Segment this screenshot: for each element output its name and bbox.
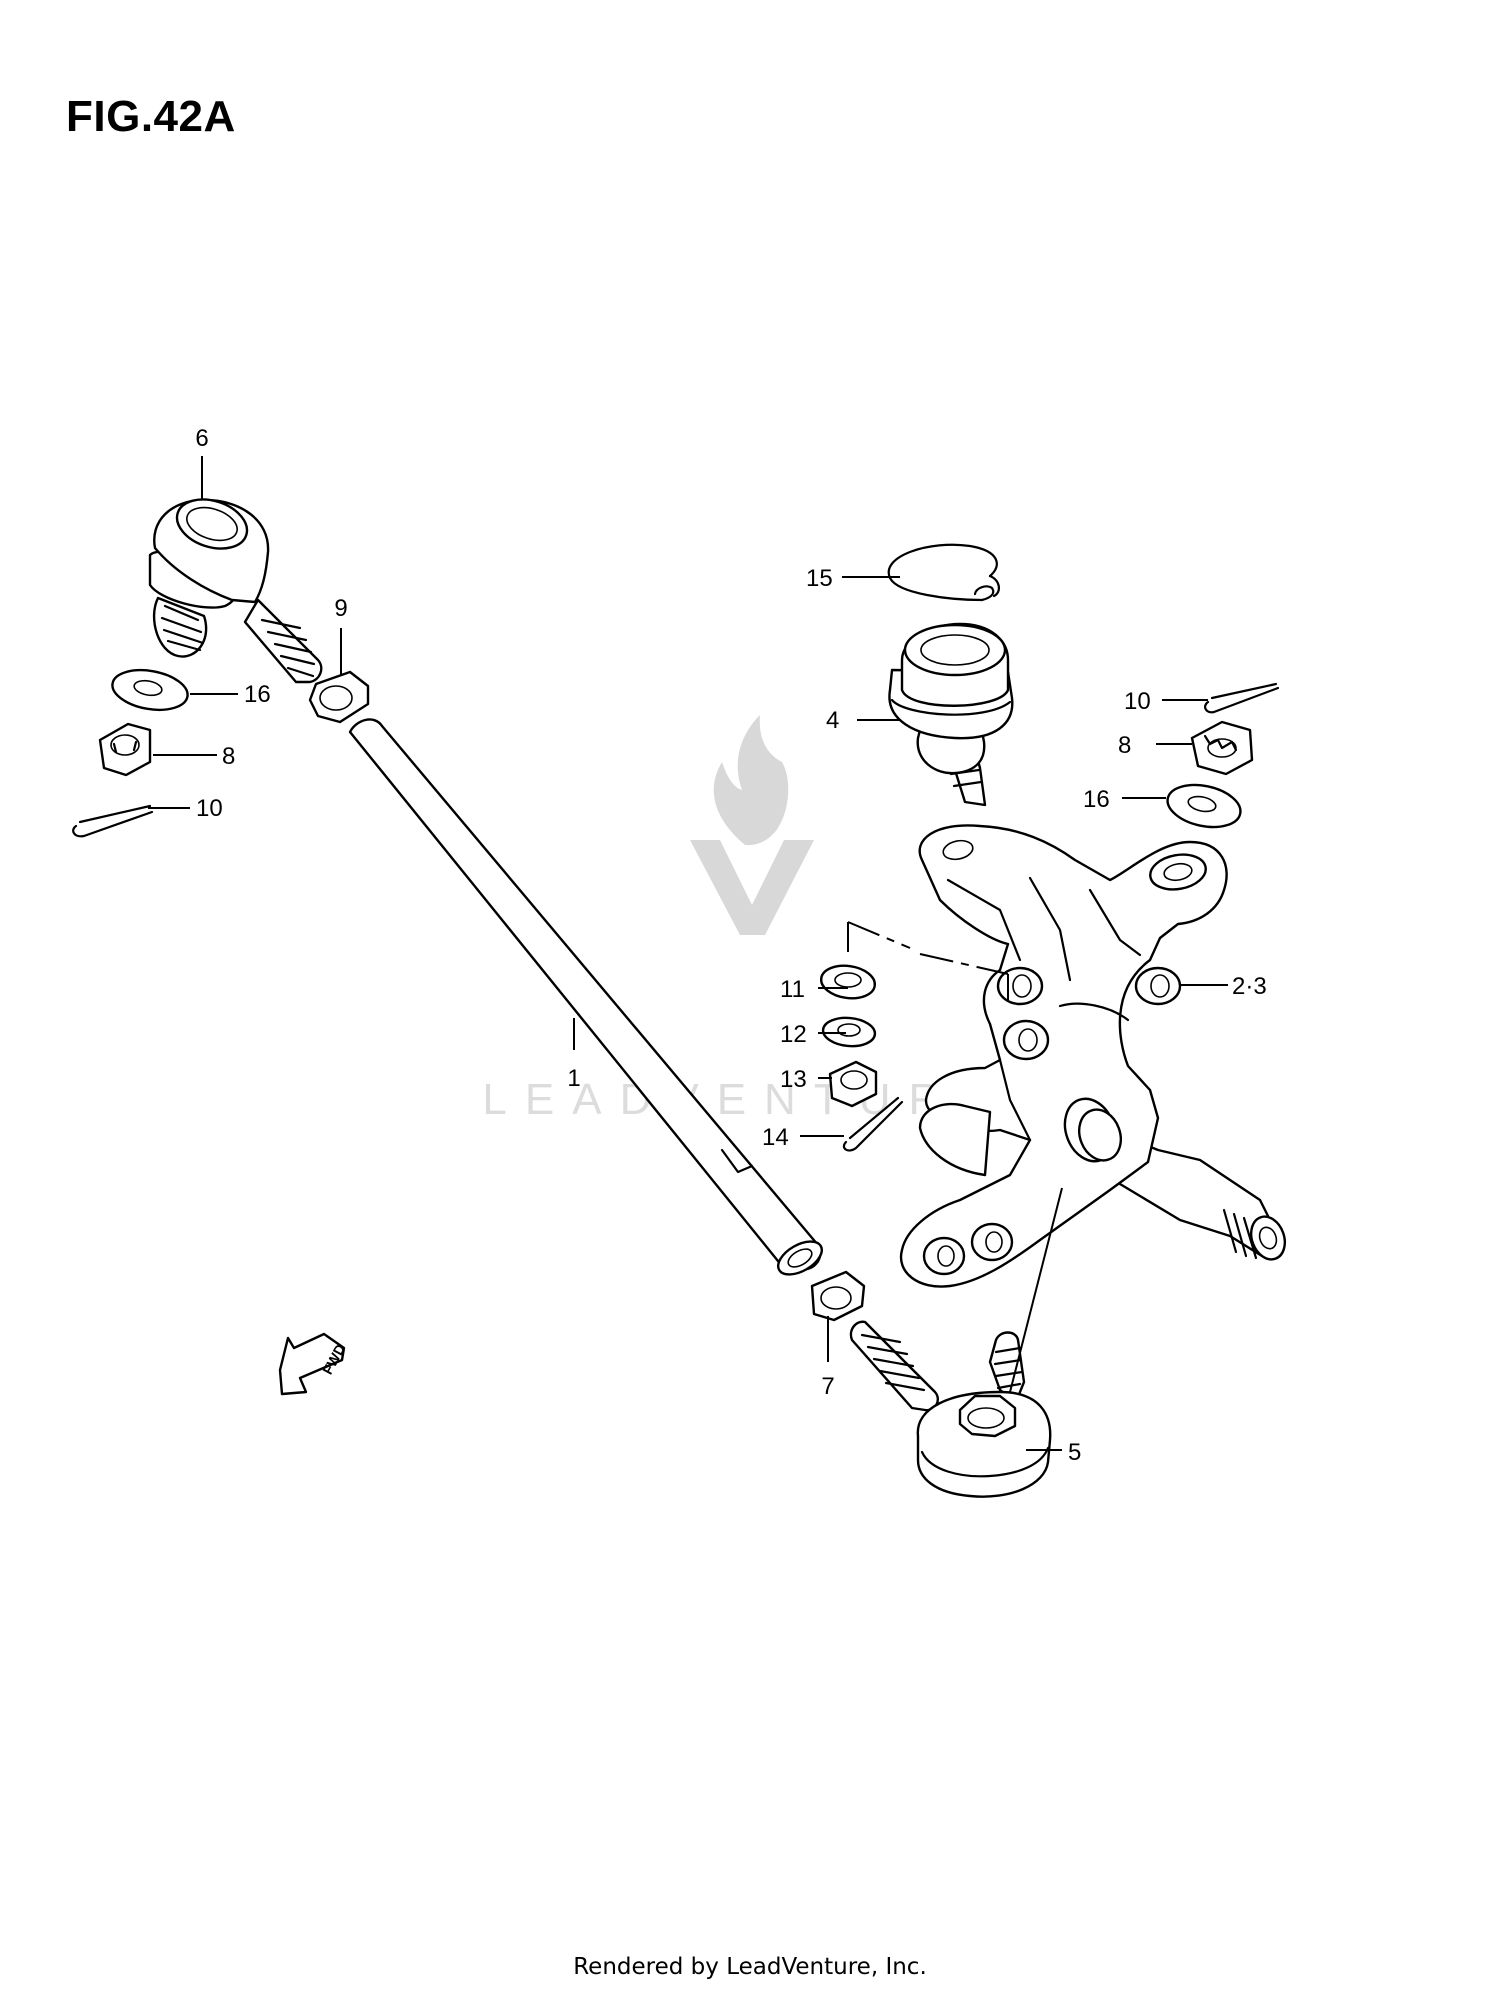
washer-left bbox=[111, 668, 189, 712]
lock-nut-left bbox=[308, 670, 370, 724]
tie-rod-end-right bbox=[849, 1320, 1052, 1498]
castle-nut-right bbox=[1190, 720, 1254, 776]
figure-title: FIG.42A bbox=[66, 92, 236, 141]
callout-leaders bbox=[148, 456, 1228, 1451]
callout-labels: 6 9 16 8 10 1 15 4 10 8 16 2·3 11 12 13 … bbox=[195, 425, 1266, 1466]
washer-large bbox=[819, 964, 877, 1000]
watermark-text: LEADVENTURE bbox=[482, 1075, 1005, 1124]
steering-knuckle bbox=[899, 824, 1287, 1288]
callout-5: 5 bbox=[1068, 1439, 1081, 1466]
callout-16-left: 16 bbox=[244, 681, 271, 708]
castle-nut-left bbox=[98, 722, 152, 777]
callout-15: 15 bbox=[806, 565, 833, 592]
watermark: LEADVENTURE bbox=[482, 715, 1005, 1124]
callout-10-left: 10 bbox=[196, 795, 223, 822]
callout-7: 7 bbox=[821, 1373, 834, 1400]
lock-nut-right bbox=[810, 1270, 866, 1322]
cotter-pin-left bbox=[72, 804, 154, 838]
tie-rod-end-left bbox=[148, 498, 323, 684]
callout-10-right: 10 bbox=[1124, 688, 1151, 715]
callout-13: 13 bbox=[780, 1066, 807, 1093]
snap-ring bbox=[887, 543, 1000, 602]
callout-2-3: 2·3 bbox=[1232, 973, 1267, 1000]
callout-4: 4 bbox=[826, 707, 839, 734]
callout-16-right: 16 bbox=[1083, 786, 1110, 813]
nut bbox=[828, 1060, 878, 1108]
washer-small bbox=[821, 1016, 877, 1048]
washer-right bbox=[1166, 783, 1242, 829]
tie-rod bbox=[348, 718, 823, 1276]
reference-line bbox=[847, 921, 1009, 1000]
callout-1: 1 bbox=[567, 1065, 580, 1092]
cotter-pin bbox=[842, 1096, 904, 1152]
callout-14: 14 bbox=[762, 1124, 789, 1151]
cotter-pin-right bbox=[1204, 682, 1280, 714]
callout-12: 12 bbox=[780, 1021, 807, 1048]
callout-9: 9 bbox=[334, 595, 347, 622]
fwd-arrow: FWD bbox=[278, 1332, 348, 1396]
callout-11: 11 bbox=[780, 976, 805, 1003]
callout-8-right: 8 bbox=[1118, 732, 1131, 759]
render-credit: Rendered by LeadVenture, Inc. bbox=[573, 1954, 927, 1980]
callout-8-left: 8 bbox=[222, 743, 235, 770]
ball-joint bbox=[888, 622, 1014, 807]
callout-6: 6 bbox=[195, 425, 208, 452]
